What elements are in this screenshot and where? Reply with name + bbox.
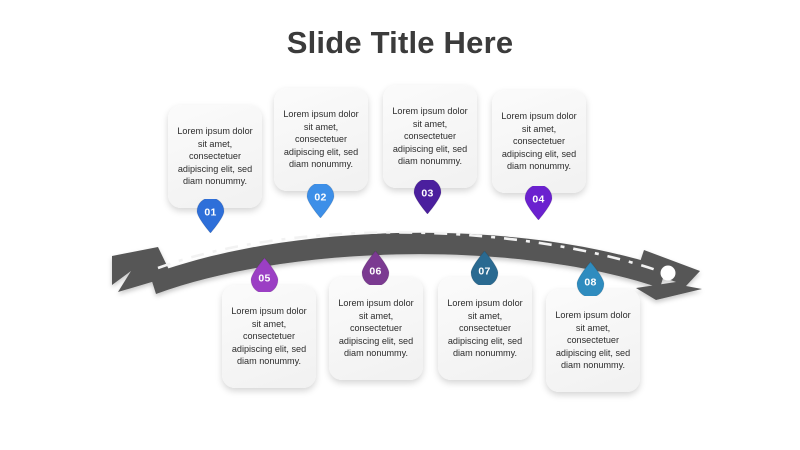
step-pin-number: 03 [421,187,434,200]
step-card-text: Lorem ipsum dolor sit amet, consectetuer… [338,298,414,359]
step-pin-number: 08 [584,276,597,289]
step-pin-number: 06 [369,265,382,278]
step-card-text: Lorem ipsum dolor sit amet, consectetuer… [501,111,577,172]
step-pin-number: 07 [478,265,491,278]
arrowhead-hole [660,265,676,281]
step-pin-number: 04 [532,193,545,206]
step-card-text: Lorem ipsum dolor sit amet, consectetuer… [555,310,631,371]
step-card-text: Lorem ipsum dolor sit amet, consectetuer… [447,298,523,359]
step-pin-marker-04[interactable]: 04 [524,186,553,220]
step-pin-marker-03[interactable]: 03 [413,180,442,214]
step-pin-marker-08[interactable]: 08 [576,262,605,296]
teardrop-pin-icon [413,180,442,214]
step-pin-marker-02[interactable]: 02 [306,184,335,218]
step-card-text: Lorem ipsum dolor sit amet, consectetuer… [392,106,468,167]
teardrop-pin-icon [576,262,605,296]
teardrop-pin-icon [250,258,279,292]
page-title: Slide Title Here [286,25,514,60]
step-pin-number: 05 [258,272,271,285]
step-card-05[interactable]: Lorem ipsum dolor sit amet, consectetuer… [222,285,316,388]
step-pin-marker-06[interactable]: 06 [361,251,390,285]
step-card-04[interactable]: Lorem ipsum dolor sit amet, consectetuer… [492,90,586,193]
step-pin-marker-01[interactable]: 01 [196,199,225,233]
step-card-03[interactable]: Lorem ipsum dolor sit amet, consectetuer… [383,85,477,188]
road-arrowhead-icon [636,250,702,300]
step-card-text: Lorem ipsum dolor sit amet, consectetuer… [283,109,359,170]
step-card-07[interactable]: Lorem ipsum dolor sit amet, consectetuer… [438,277,532,380]
step-card-text: Lorem ipsum dolor sit amet, consectetuer… [231,306,307,367]
step-pin-marker-05[interactable]: 05 [250,258,279,292]
step-pin-number: 02 [314,191,327,204]
step-card-02[interactable]: Lorem ipsum dolor sit amet, consectetuer… [274,88,368,191]
step-card-text: Lorem ipsum dolor sit amet, consectetuer… [177,126,253,187]
teardrop-pin-icon [470,251,499,285]
step-card-06[interactable]: Lorem ipsum dolor sit amet, consectetuer… [329,277,423,380]
road-tail-icon [112,247,172,292]
teardrop-pin-icon [361,251,390,285]
step-card-01[interactable]: Lorem ipsum dolor sit amet, consectetuer… [168,105,262,208]
step-card-08[interactable]: Lorem ipsum dolor sit amet, consectetuer… [546,289,640,392]
teardrop-pin-icon [196,199,225,233]
teardrop-pin-icon [524,186,553,220]
step-pin-marker-07[interactable]: 07 [470,251,499,285]
teardrop-pin-icon [306,184,335,218]
step-pin-number: 01 [204,206,217,219]
